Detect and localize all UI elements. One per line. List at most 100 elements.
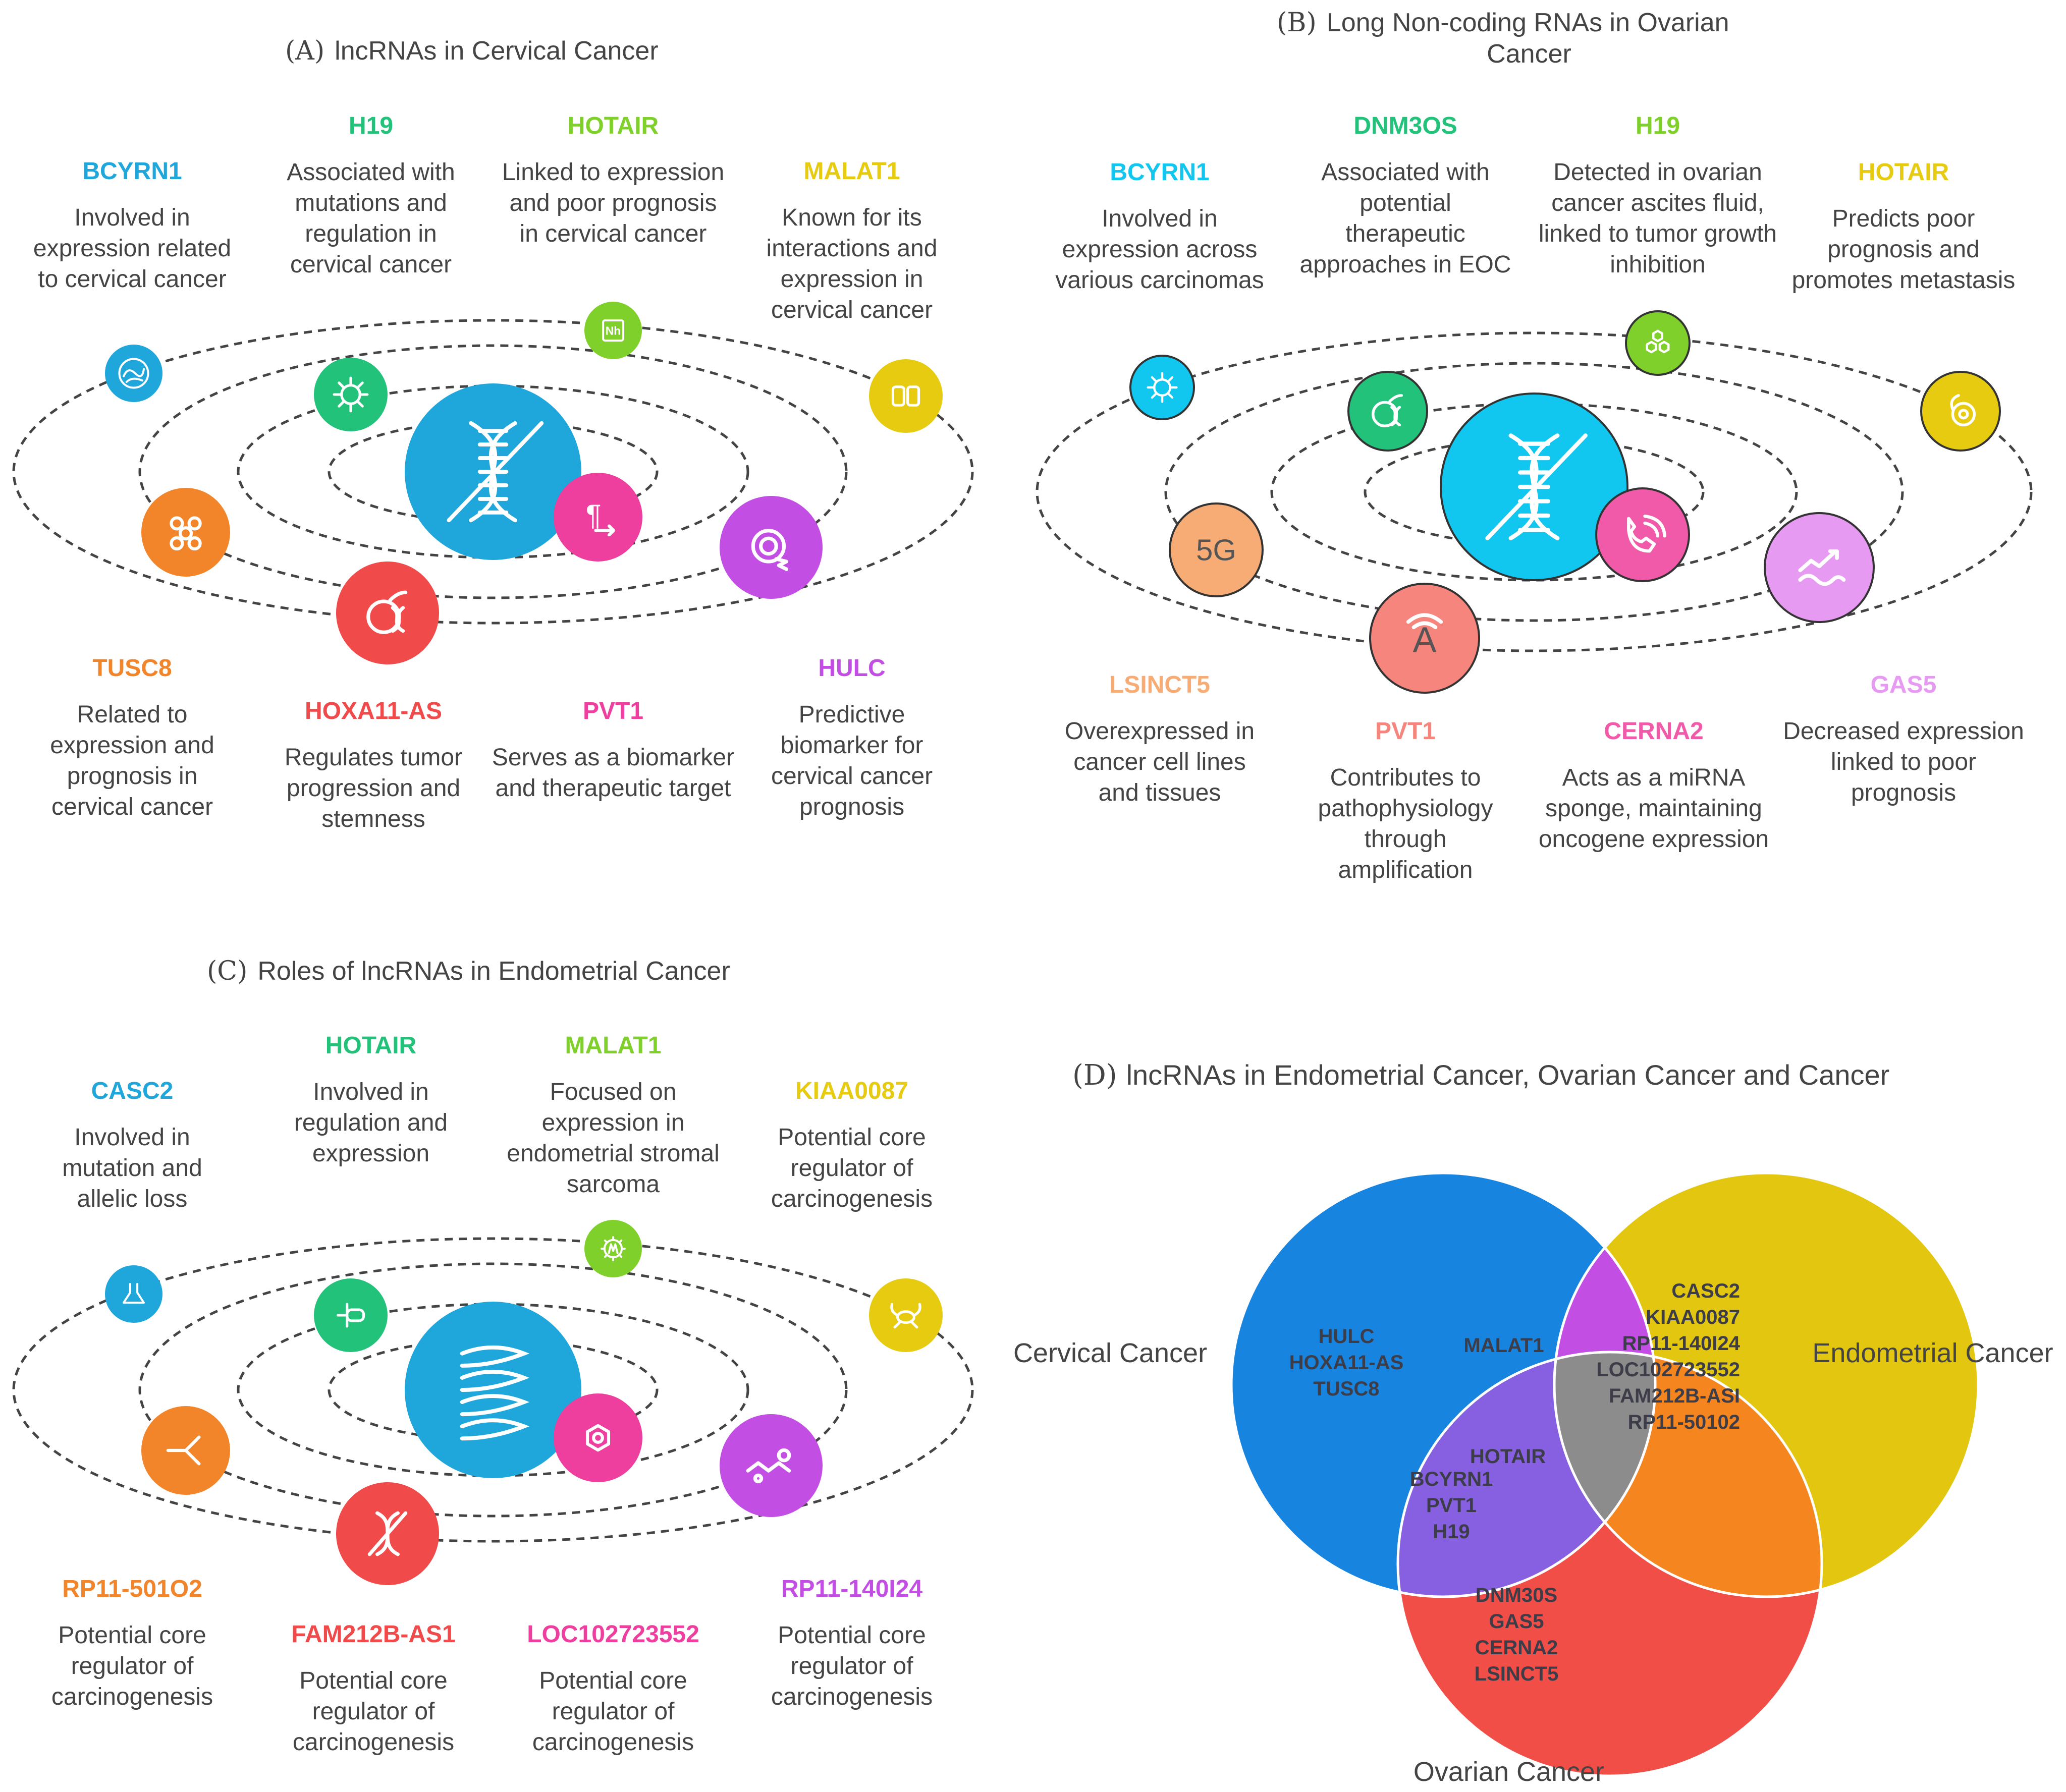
signal-a-icon: A	[1369, 583, 1480, 694]
cell-drop-icon	[1920, 371, 2001, 452]
panel-letter: (D)	[1072, 1059, 1117, 1092]
lncrna-name: LOC102723552	[527, 1621, 699, 1648]
element-glyph: Nh	[606, 324, 621, 338]
venn-outline	[1230, 1171, 1657, 1598]
dna-apple-icon	[336, 562, 439, 664]
panel-a-diagram: (A)lncRNAs in Cervical CancerBCYRN1Invol…	[12, 36, 974, 832]
center-dna-sphere	[405, 383, 581, 560]
branch-icon	[141, 1406, 230, 1495]
panel-title-text: Long Non-coding RNAs in Ovarian	[1327, 8, 1729, 37]
lncrna-name: MALAT1	[565, 1032, 661, 1059]
lncrna-name: HULC	[818, 655, 885, 682]
center-dna-sphere	[405, 1302, 581, 1478]
panel-title: (C)Roles of lncRNAs in Endometrial Cance…	[207, 956, 730, 986]
crab-icon	[869, 1278, 943, 1352]
syringe-icon	[314, 1278, 388, 1352]
venn-item: GAS5	[1489, 1610, 1544, 1633]
lncrna-name: DNM3OS	[1353, 113, 1457, 139]
venn-item: PVT1	[1426, 1494, 1477, 1517]
database-icon	[869, 359, 943, 433]
venn-item: RP11-50102	[1628, 1411, 1740, 1433]
microbe-icon	[584, 1220, 642, 1277]
lncrna-name: LSINCT5	[1109, 671, 1210, 698]
lncrna-name: FAM212B-AS1	[291, 1621, 455, 1648]
lncrna-name: HOXA11-AS	[305, 698, 442, 724]
venn-item: HOXA11-AS	[1289, 1352, 1404, 1374]
venn-item: LSINCT5	[1475, 1663, 1559, 1685]
radar-icon	[720, 496, 823, 599]
venn-label-endometrial: Endometrial Cancer	[1812, 1338, 2053, 1368]
venn-item: KIAA0087	[1646, 1306, 1740, 1328]
lncrna-name: BCYRN1	[1110, 159, 1209, 186]
flask-icon	[105, 1265, 162, 1323]
lncrna-name: HOTAIR	[568, 113, 659, 139]
panel-letter: (C)	[207, 956, 247, 986]
venn-outline	[1553, 1171, 1980, 1598]
dna-icon	[336, 1482, 439, 1585]
venn-item: RP11-140I24	[1622, 1332, 1740, 1355]
venn-item: HOTAIR	[1470, 1445, 1546, 1468]
center-dna-sphere	[1440, 393, 1628, 581]
venn-item: MALAT1	[1463, 1334, 1544, 1357]
orbit-ring	[1164, 362, 1904, 622]
lncrna-name: HOTAIR	[1858, 159, 1949, 186]
lncrna-name: H19	[349, 113, 393, 139]
wave-icon	[105, 345, 162, 402]
panel-b-diagram: (B)Long Non-coding RNAs in OvarianCancer…	[1036, 8, 2033, 883]
5g-icon: 5G	[1169, 502, 1264, 597]
venn-item: HULC	[1318, 1325, 1374, 1348]
lncrna-name: H19	[1636, 113, 1680, 139]
chain-icon	[720, 1414, 823, 1517]
panel-title: (A)lncRNAs in Cervical Cancer	[285, 36, 659, 66]
orbit-ring	[12, 1237, 974, 1543]
venn-item: CERNA2	[1475, 1637, 1558, 1659]
dna-apple-icon	[1347, 371, 1428, 452]
lncrna-name: CASC2	[91, 1078, 174, 1104]
cells-icon	[141, 488, 230, 577]
venn-item: CASC2	[1671, 1280, 1740, 1302]
venn-label-cervical: Cervical Cancer	[1013, 1338, 1207, 1368]
lncrna-name: RP11-140I24	[781, 1576, 923, 1602]
lncrna-name: CERNA2	[1604, 718, 1703, 745]
panel-d-venn-diagram: (D)lncRNAs in Endometrial Cancer, Ovaria…	[1013, 1059, 2053, 1787]
lncrna-name: RP11-501O2	[62, 1576, 202, 1602]
panel-title: (D)lncRNAs in Endometrial Cancer, Ovaria…	[1072, 1059, 1889, 1092]
